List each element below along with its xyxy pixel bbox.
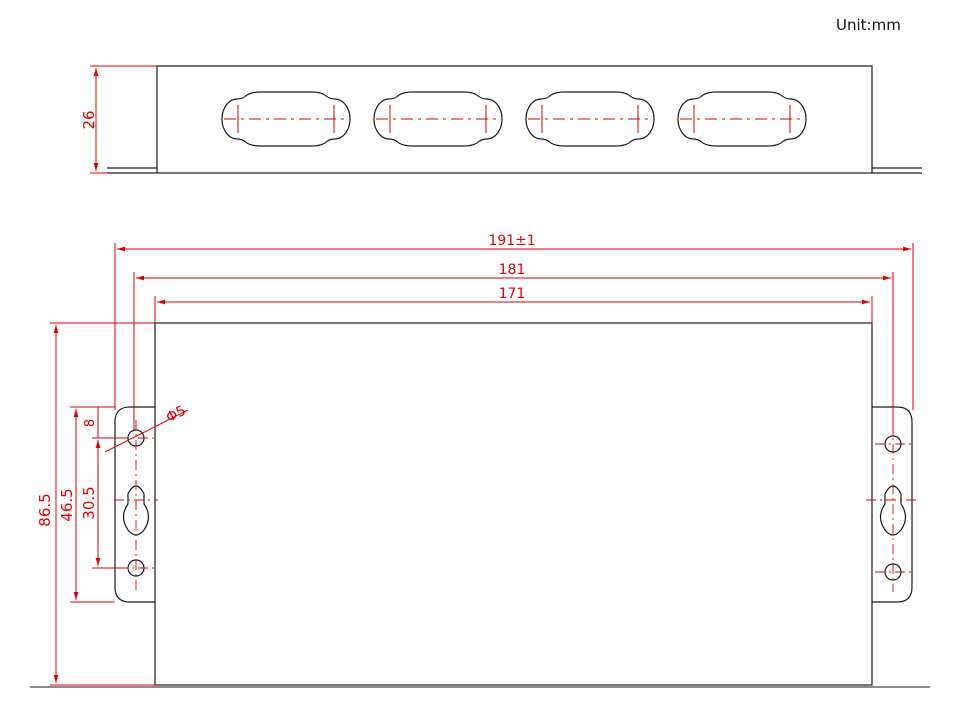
dim-slot-span-label: 30.5 [80, 486, 98, 519]
connector-outline [525, 91, 655, 147]
connector-group [221, 91, 807, 147]
dim-hole-span-label: 46.5 [58, 488, 76, 521]
connector-outline [221, 91, 351, 147]
dim-hole-diameter-label: Φ5 [164, 403, 189, 426]
connector-cutout [221, 91, 351, 147]
left-flange [114, 406, 155, 603]
connector-cutout [373, 91, 503, 147]
horizontal-dimensions [114, 243, 914, 436]
dim-body-width-label: 171 [499, 286, 526, 302]
dim-flange-width-label: 181 [499, 262, 526, 278]
keyhole-slot-right [879, 485, 907, 536]
connector-cutout [677, 91, 807, 147]
unit-label: Unit:mm [836, 16, 901, 34]
connector-outline [677, 91, 807, 147]
top-view [30, 322, 930, 688]
center-lines [114, 420, 916, 592]
keyhole-slot-left [122, 485, 150, 536]
dim-height-side-label: 26 [80, 110, 98, 129]
top-view-body [154, 322, 873, 686]
side-view-body [156, 65, 873, 174]
dim-total-height-label: 86.5 [36, 493, 54, 526]
connector-outline [373, 91, 503, 147]
right-flange [872, 406, 913, 603]
vertical-dimensions [50, 322, 189, 686]
connector-cutout [525, 91, 655, 147]
dim-hole-offset-label: 8 [83, 419, 98, 427]
dim-overall-width-label: 191±1 [488, 233, 535, 249]
dim-height-side [90, 65, 157, 174]
side-view [107, 65, 922, 174]
